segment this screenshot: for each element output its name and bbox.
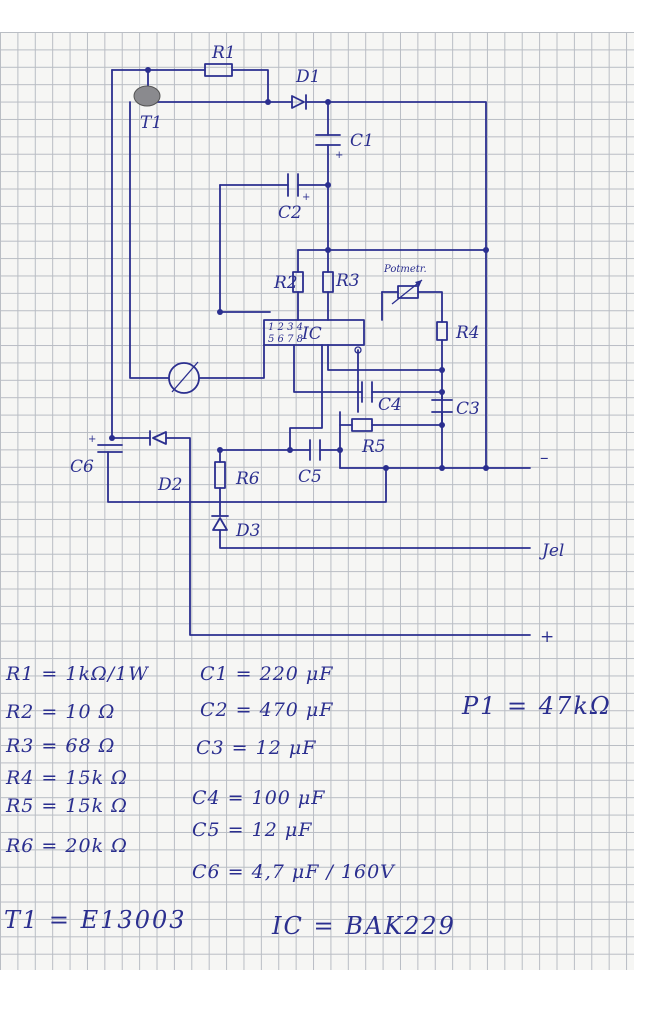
label-r2: R2 [273, 273, 298, 293]
c3-capacitor [431, 399, 453, 413]
value-r1: R1 = 1kΩ/1W [5, 663, 149, 685]
r5-resistor [351, 418, 373, 432]
label-d2: D2 [157, 475, 182, 495]
label-r3: R3 [335, 271, 360, 291]
ic-chip [263, 319, 365, 346]
label-c6: C6 [70, 457, 94, 477]
ic-pin8-dot [354, 346, 362, 354]
value-c2: C2 = 470 μF [200, 699, 333, 721]
svg-text:+: + [335, 150, 343, 161]
r2-resistor [292, 271, 304, 293]
label-ic-pins-bottom: 5 6 7 8 [268, 334, 303, 345]
value-r3: R3 = 68 Ω [5, 735, 115, 757]
label-c3: C3 [456, 399, 480, 419]
c1-capacitor: + [315, 134, 343, 161]
graph-paper [0, 32, 634, 970]
c2-capacitor: + [287, 173, 310, 203]
label-r1: R1 [211, 43, 236, 63]
label-t1: T1 [140, 113, 162, 133]
value-c4: C4 = 100 μF [192, 787, 325, 809]
svg-text:+: + [302, 192, 310, 203]
wires [107, 69, 531, 636]
c6-capacitor: + [88, 434, 123, 453]
svg-text:+: + [88, 434, 96, 445]
value-r5: R5 = 15k Ω [5, 795, 128, 817]
junction-dots [109, 67, 489, 471]
r6-resistor [214, 461, 226, 489]
t1-variable-symbol [168, 361, 200, 394]
d2-diode [149, 430, 167, 446]
c5-capacitor [309, 439, 321, 461]
value-p1: P1 = 47kΩ [461, 692, 612, 720]
value-c5: C5 = 12 μF [192, 819, 312, 841]
label-r4: R4 [455, 323, 480, 343]
label-minus-terminal: – [540, 448, 549, 468]
value-r6: R6 = 20k Ω [5, 835, 128, 857]
label-potentiometer: Potmetr. [383, 264, 427, 275]
label-r6: R6 [235, 469, 260, 489]
label-signal-terminal: Jel [539, 541, 564, 561]
t1-transistor [133, 85, 161, 107]
value-r2: R2 = 10 Ω [5, 701, 115, 723]
label-c4: C4 [378, 395, 402, 415]
r3-resistor [322, 271, 334, 293]
potentiometer [391, 279, 423, 305]
component-values: R1 = 1kΩ/1W R2 = 10 Ω R3 = 68 Ω R4 = 15k… [4, 663, 612, 940]
label-c1: C1 [350, 131, 374, 151]
r4-resistor [436, 321, 448, 341]
value-c1: C1 = 220 μF [200, 663, 333, 685]
label-ic: IC [301, 324, 322, 344]
d1-diode [291, 94, 307, 110]
label-ic-pins-top: 1 2 3 4 [268, 322, 303, 333]
label-r5: R5 [361, 437, 386, 457]
value-r4: R4 = 15k Ω [5, 767, 128, 789]
c4-capacitor [361, 381, 373, 403]
label-d3: D3 [235, 521, 260, 541]
value-c6: C6 = 4,7 μF / 160V [192, 861, 396, 883]
value-ic: IC = BAK229 [271, 912, 456, 940]
value-c3: C3 = 12 μF [196, 737, 316, 759]
component-labels: R1 D1 T1 C1 C2 R2 R3 Potmetr. R4 IC 1 2 … [70, 43, 564, 647]
d3-diode [211, 515, 229, 531]
r1-resistor [204, 63, 233, 77]
label-c5: C5 [298, 467, 322, 487]
label-d1: D1 [295, 67, 320, 87]
label-c2: C2 [278, 203, 302, 223]
label-plus-terminal: + [540, 627, 554, 647]
value-t1: T1 = E13003 [4, 906, 187, 934]
